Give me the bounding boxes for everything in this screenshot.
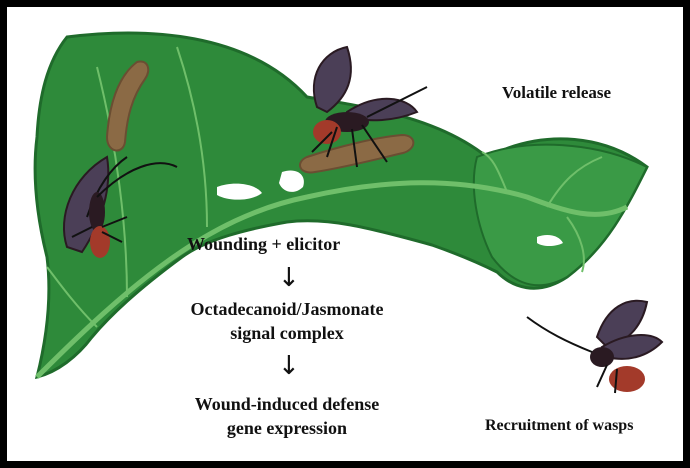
leaf-right-lobe xyxy=(474,145,647,286)
volatile-release-label: Volatile release xyxy=(502,83,611,103)
wasp-right xyxy=(527,301,662,393)
down-arrow-icon: ↓ xyxy=(278,353,300,379)
down-arrow-icon: ↓ xyxy=(278,265,300,291)
pathway-step-1: Wounding + elicitor xyxy=(187,234,387,255)
pathway-step-3: Wound-induced defense gene expression xyxy=(157,392,417,440)
pathway-step-3-line-1: Wound-induced defense xyxy=(157,392,417,416)
pathway-step-3-line-2: gene expression xyxy=(157,416,417,440)
figure-canvas: Volatile release Wounding + elicitor ↓ O… xyxy=(7,7,683,461)
recruitment-label: Recruitment of wasps xyxy=(485,417,633,435)
pathway-step-2-line-1: Octadecanoid/Jasmonate xyxy=(157,297,417,321)
pathway-step-2-line-2: signal complex xyxy=(157,321,417,345)
pathway-step-2: Octadecanoid/Jasmonate signal complex xyxy=(157,297,417,345)
